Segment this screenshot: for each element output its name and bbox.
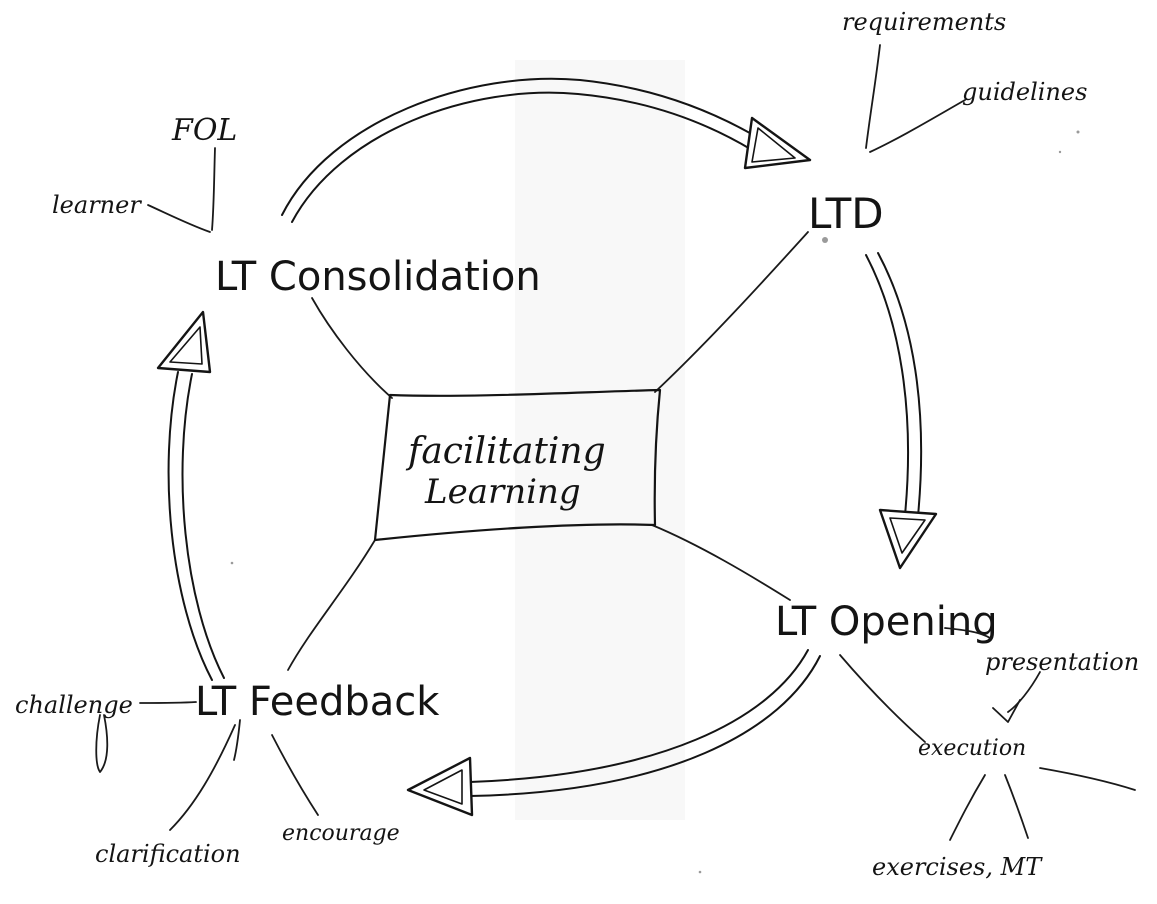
presentation-to-execution-arrow [1007, 671, 1041, 713]
node-label-feedback: LT Feedback [195, 679, 440, 725]
branch-label-clarification: clarification [95, 840, 241, 868]
branch-label-encourage: encourage [282, 821, 400, 846]
scan-speck [822, 237, 828, 243]
scan-speck [1058, 150, 1062, 154]
branch-line-learner [147, 204, 211, 233]
branch-line-encourage [271, 734, 319, 816]
node-label-opening: LT Opening [775, 599, 998, 645]
challenge-loop [95, 714, 109, 773]
branch-label-exercises: exercises, MT [872, 853, 1043, 881]
branch-line-exercises-right [1004, 774, 1029, 839]
connector-ltd-center [654, 231, 809, 393]
arrow-feedback-to-consolidation [156, 310, 225, 681]
branch-label-execution: execution [918, 736, 1026, 761]
branch-line-presentation [944, 627, 991, 639]
branch-line-clarification [169, 724, 236, 831]
node-feedback: LT Feedback challenge clarification enco… [15, 679, 440, 868]
arrow-ltd-to-opening [865, 252, 938, 570]
execution-underline [1039, 767, 1136, 791]
node-opening: LT Opening presentation execution exerci… [775, 599, 1139, 881]
scan-speck [1076, 130, 1080, 134]
node-label-ltd: LTD [808, 189, 884, 238]
branch-line-requirements [865, 44, 881, 149]
scan-speck [698, 870, 702, 874]
branch-line-exercises-left [949, 774, 986, 841]
node-consolidation: LT Consolidation FOL learner [52, 113, 541, 300]
center-label-line1: facilitating [405, 431, 606, 472]
branch-line-execution [839, 654, 926, 743]
branch-line-center-down [233, 719, 241, 761]
connector-consolidation-center [311, 297, 393, 399]
branch-label-presentation: presentation [985, 648, 1139, 676]
node-ltd: LTD requirements guidelines [808, 8, 1087, 238]
arrow-consolidation-to-ltd [281, 77, 812, 223]
branch-label-requirements: requirements [842, 8, 1006, 36]
branch-label-guidelines: guidelines [962, 78, 1087, 106]
branch-line-fol [211, 147, 216, 231]
branch-line-challenge [139, 701, 197, 704]
branch-label-learner: learner [52, 191, 142, 219]
scan-speck [230, 561, 234, 565]
connector-opening-center [651, 524, 791, 601]
center-label-line2: Learning [424, 472, 581, 512]
presentation-to-execution-arrowhead [992, 699, 1021, 723]
connector-feedback-center [287, 539, 376, 671]
node-label-consolidation: LT Consolidation [215, 254, 541, 300]
branch-line-guidelines [869, 99, 966, 153]
branch-label-fol: FOL [171, 113, 237, 148]
center-box: facilitating Learning [373, 388, 662, 542]
branch-label-challenge: challenge [15, 691, 133, 719]
arrow-opening-to-feedback [406, 649, 821, 817]
